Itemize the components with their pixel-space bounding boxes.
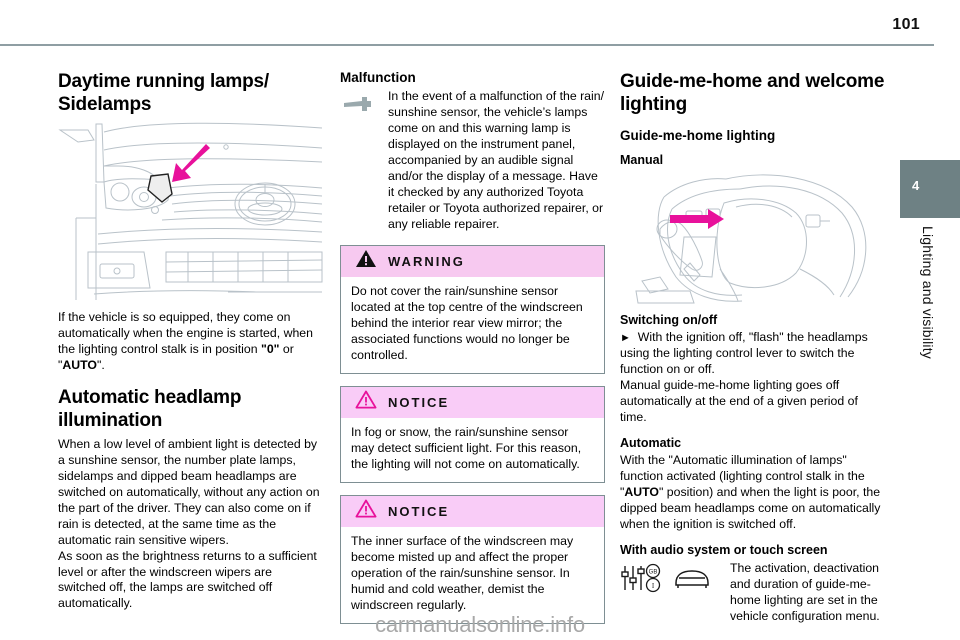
- steering-wheel-lighting-stalk-illustration: [620, 173, 885, 305]
- switching-bullet-text: With the ignition off, "flash" the headl…: [620, 330, 868, 377]
- guide-me-home-lighting-subheading: Guide-me-home lighting: [620, 128, 776, 144]
- page-header: 101: [0, 0, 960, 48]
- notice-title-1: NOTICE: [388, 394, 450, 410]
- gb-badge-icon: GB: [645, 564, 661, 579]
- notice-header-2: NOTICE: [341, 495, 604, 527]
- notice-title-2: NOTICE: [388, 503, 450, 519]
- one-badge-icon: I: [645, 578, 661, 593]
- notice-triangle-icon: [355, 390, 377, 414]
- wrench-icon: [340, 91, 376, 122]
- right-column: Guide-me-home and welcome lighting Guide…: [620, 70, 885, 625]
- header-divider: [0, 44, 934, 46]
- audio-system-subheading: With audio system or touch screen: [620, 543, 828, 558]
- right-heading-guide-me-home: Guide-me-home and welcome lighting: [620, 71, 885, 116]
- notice-triangle-icon: [355, 499, 377, 523]
- middle-column: Malfunction In the event of a malfunctio…: [340, 70, 605, 624]
- malfunction-heading: Malfunction: [340, 70, 416, 85]
- manual-subheading: Manual: [620, 153, 664, 168]
- malfunction-paragraph-block: In the event of a malfunction of the rai…: [340, 89, 605, 233]
- notice-box-2: NOTICE The inner surface of the windscre…: [340, 494, 605, 624]
- page-title: Daytime running lamps/ Sidelamps: [58, 71, 269, 116]
- car-front-icon: [675, 570, 709, 589]
- notice-body-1: In fog or snow, the rain/sunshine sensor…: [351, 424, 582, 471]
- audio-config-paragraph-block: GB I The activation, deactivation and du…: [620, 561, 885, 625]
- chapter-label: Lighting and visibility: [920, 226, 936, 360]
- svg-text:I: I: [652, 582, 655, 590]
- switching-bullet: ► With the ignition off, "flash" the hea…: [620, 330, 885, 378]
- left-column: Daytime running lamps/ Sidelamps: [58, 70, 323, 612]
- notice-box-1: NOTICE In fog or snow, the rain/sunshine…: [340, 385, 605, 483]
- warning-header: WARNING: [341, 245, 604, 277]
- equalizer-sliders-icon: [621, 566, 645, 591]
- page-number: 101: [892, 16, 920, 33]
- callout-arrow: [670, 209, 724, 230]
- automatic-subheading: Automatic: [620, 436, 682, 451]
- left-paragraph-3: As soon as the brightness returns to a s…: [58, 548, 317, 611]
- malfunction-paragraph: In the event of a malfunction of the rai…: [388, 89, 605, 231]
- icon-group: GB I: [620, 563, 724, 598]
- callout-arrow: [172, 144, 210, 183]
- watermark: carmanualsonline.info: [375, 612, 585, 637]
- automatic-paragraph: With the "Automatic illumination of lamp…: [620, 453, 881, 532]
- notice-header-1: NOTICE: [341, 386, 604, 418]
- warning-box: WARNING Do not cover the rain/sunshine s…: [340, 244, 605, 374]
- warning-triangle-icon: [355, 249, 377, 273]
- chapter-tab: 4: [900, 160, 960, 218]
- chapter-number: 4: [912, 178, 920, 193]
- manual-guide-paragraph: Manual guide-me-home lighting goes off a…: [620, 378, 858, 425]
- left-heading-automatic-headlamp: Automatic headlamp illumination: [58, 387, 242, 432]
- warning-title: WARNING: [388, 253, 465, 269]
- left-paragraph-1: If the vehicle is so equipped, they come…: [58, 310, 313, 373]
- audio-config-paragraph: The activation, deactivation and duratio…: [730, 561, 880, 624]
- front-of-car-sidelamp-illustration: [58, 122, 323, 302]
- notice-body-2: The inner surface of the windscreen may …: [351, 533, 574, 612]
- warning-body: Do not cover the rain/sunshine sensor lo…: [351, 283, 583, 362]
- left-paragraph-2: When a low level of ambient light is det…: [58, 436, 320, 547]
- switching-on-off-subheading: Switching on/off: [620, 313, 718, 328]
- bullet-arrow-icon: ►: [620, 332, 631, 345]
- svg-text:GB: GB: [649, 570, 658, 576]
